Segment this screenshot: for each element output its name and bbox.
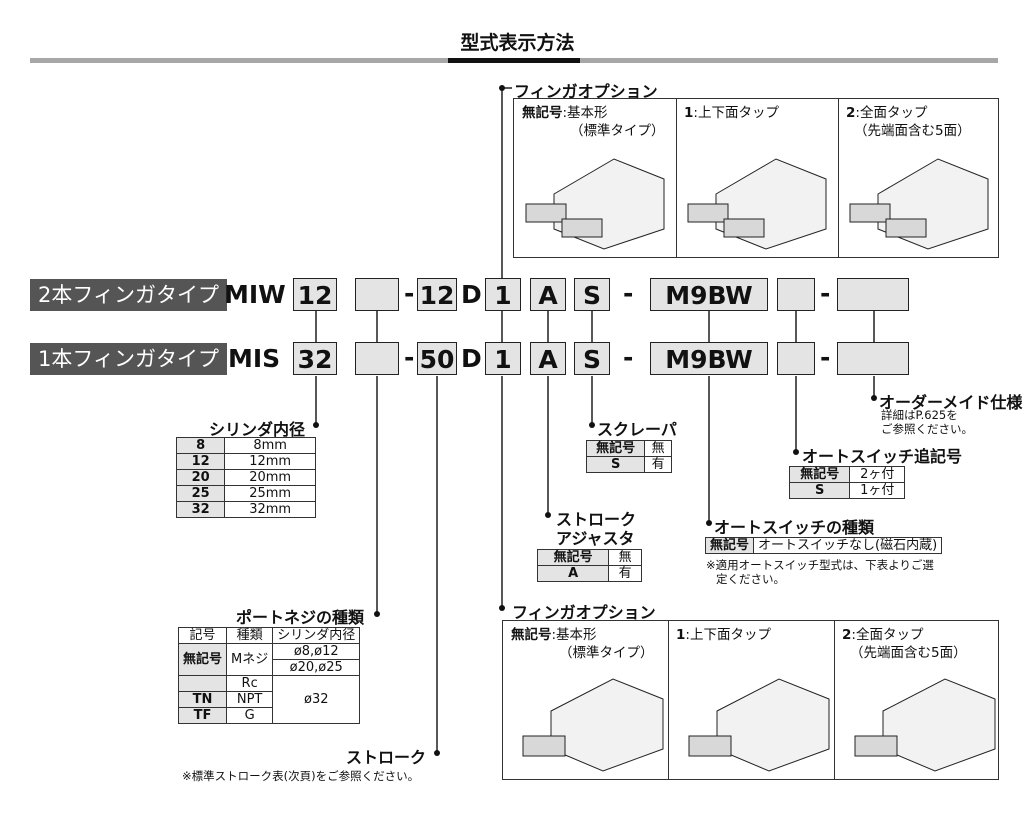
finger-box: 1 (485, 342, 521, 375)
stroke-box: 12 (417, 278, 457, 311)
adjuster-box: A (530, 278, 566, 311)
option-basic-note: （標準タイプ） (559, 645, 654, 661)
panel-divider (668, 621, 669, 779)
panel-divider (834, 621, 835, 779)
finger-option-panel: 無記号:基本形 （標準タイプ） 1:上下面タップ 2:全面タップ （先端面含む5… (502, 620, 999, 780)
table-row: 無記号 Mネジ ø8,ø12 (177, 643, 361, 676)
adjuster-title: ストローク (556, 510, 637, 529)
switch-box: M9BW (650, 342, 768, 375)
switch-count-title: オートスイッチ追記号 (802, 447, 963, 466)
table-row: 無記号無 (585, 440, 672, 457)
panel-divider (676, 99, 677, 257)
option-basic-note: （標準タイプ） (570, 123, 665, 139)
d-code: D (461, 280, 482, 309)
scraper-box: S (574, 342, 610, 375)
table-row: Rc ø32 (177, 675, 361, 724)
finger-option-title: フィンガオプション (514, 82, 658, 101)
panel-divider (838, 99, 839, 257)
port-box (355, 342, 399, 375)
switch-count-box (777, 278, 815, 311)
autoswitch-note: ※適用オートスイッチ型式は、下表よりご選 (706, 558, 934, 572)
option-basic: 無記号:基本形 (511, 627, 597, 643)
bore-title: シリンダ内径 (209, 420, 306, 439)
option-2-note: （先端面含む5面） (850, 645, 967, 661)
model-code: MIW (224, 280, 286, 309)
autoswitch-table: 無記号オートスイッチなし(磁石内蔵) (704, 537, 943, 554)
d-code: D (461, 344, 482, 373)
adjuster-box: A (530, 342, 566, 375)
stroke-box: 50 (417, 342, 457, 375)
dash: - (820, 279, 831, 308)
finger-option-title: フィンガオプション (512, 603, 656, 622)
type-label-2finger: 2本フィンガタイプ (30, 279, 227, 311)
option-2: 2:全面タップ (846, 105, 928, 121)
stroke-note: ※標準ストローク表(次頁)をご参照ください。 (182, 769, 420, 783)
type-label-1finger: 1本フィンガタイプ (30, 343, 227, 375)
order-box (837, 278, 909, 311)
made-to-order-note: 詳細はP.625を (881, 408, 958, 422)
option-1: 1:上下面タップ (676, 627, 771, 643)
switch-count-box (777, 342, 815, 375)
adjuster-title-2: アジャスタ (556, 529, 635, 548)
finger-box: 1 (485, 278, 521, 311)
dash: - (623, 279, 634, 308)
bore-box: 12 (293, 278, 337, 311)
option-2-note: （先端面含む5面） (854, 123, 971, 139)
option-basic: 無記号:基本形 (522, 105, 608, 121)
finger-illustration (522, 678, 996, 772)
finger-option-panel: 無記号:基本形 （標準タイプ） 1:上下面タップ 2:全面タップ （先端面含む5… (513, 98, 999, 258)
table-row: 無記号オートスイッチなし(磁石内蔵) (704, 537, 943, 554)
stroke-title: ストローク (346, 748, 427, 767)
port-table: 記号 種類 シリンダ内径 無記号 Mネジ ø8,ø12 ø20,ø25 Rc ø… (177, 627, 361, 724)
scraper-title: スクレーパ (597, 420, 677, 439)
table-row: 無記号無 (536, 549, 642, 566)
option-1: 1:上下面タップ (684, 105, 779, 121)
title-rule-accent (448, 58, 580, 63)
bore-box: 32 (293, 342, 337, 375)
port-box (355, 278, 399, 311)
scraper-box: S (574, 278, 610, 311)
table-row: 記号 種類 シリンダ内径 (177, 627, 361, 644)
dash: - (623, 343, 634, 372)
option-2: 2:全面タップ (842, 627, 924, 643)
dash: - (404, 343, 415, 372)
port-title: ポートネジの種類 (236, 608, 365, 627)
model-code: MIS (228, 344, 281, 373)
order-box (837, 342, 909, 375)
finger-illustration (525, 158, 989, 250)
made-to-order-note-2: ご参照ください。 (881, 422, 973, 436)
switch-box: M9BW (650, 278, 768, 311)
made-to-order-title: オーダーメイド仕様 (879, 393, 1023, 412)
autoswitch-title: オートスイッチの種類 (714, 518, 875, 537)
dash: - (820, 343, 831, 372)
dash: - (404, 279, 415, 308)
page-title: 型式表示方法 (460, 32, 575, 54)
autoswitch-note-2: 定ください。 (716, 572, 785, 586)
